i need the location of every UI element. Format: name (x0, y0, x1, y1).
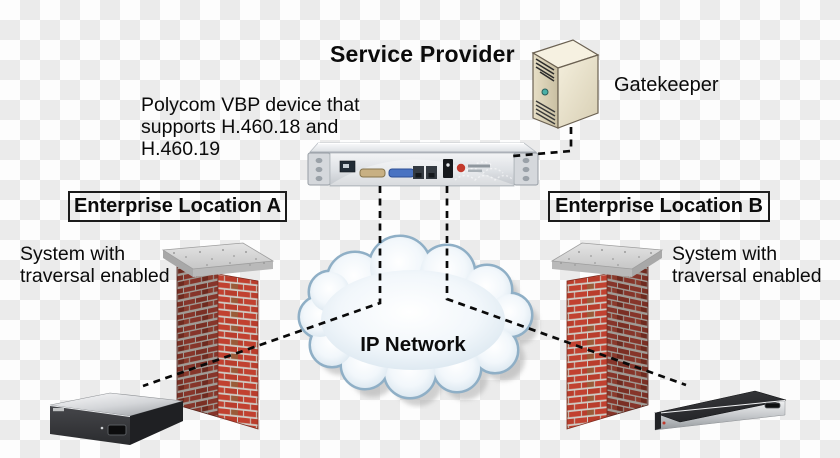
vbp-label-line: supports H.460.18 and (141, 116, 339, 138)
enterprise-location-b-box: Enterprise Location B (548, 191, 770, 222)
endpoint-left-icon (45, 388, 190, 450)
system-label-line: System with (20, 243, 126, 265)
system-label-line: traversal enabled (20, 265, 170, 287)
system-label-line: traversal enabled (672, 265, 822, 287)
vbp-label-line: Polycom VBP device that (141, 94, 360, 116)
gatekeeper-server-icon (525, 35, 605, 130)
ip-network-label: IP Network (360, 333, 466, 356)
vbp-device-label: Polycom VBP device that supports H.460.1… (141, 94, 360, 160)
ip-network-cloud-icon (293, 233, 549, 409)
system-traversal-right-label: System with traversal enabled (672, 243, 822, 287)
enterprise-location-a-box: Enterprise Location A (68, 191, 287, 222)
gatekeeper-label: Gatekeeper (614, 74, 719, 96)
vbp-label-line: H.460.19 (141, 138, 221, 160)
endpoint-right-icon (645, 385, 795, 445)
vbp-device-icon (305, 138, 545, 190)
system-label-line: System with (672, 243, 778, 265)
system-traversal-left-label: System with traversal enabled (20, 243, 170, 287)
service-provider-title: Service Provider (330, 41, 515, 67)
